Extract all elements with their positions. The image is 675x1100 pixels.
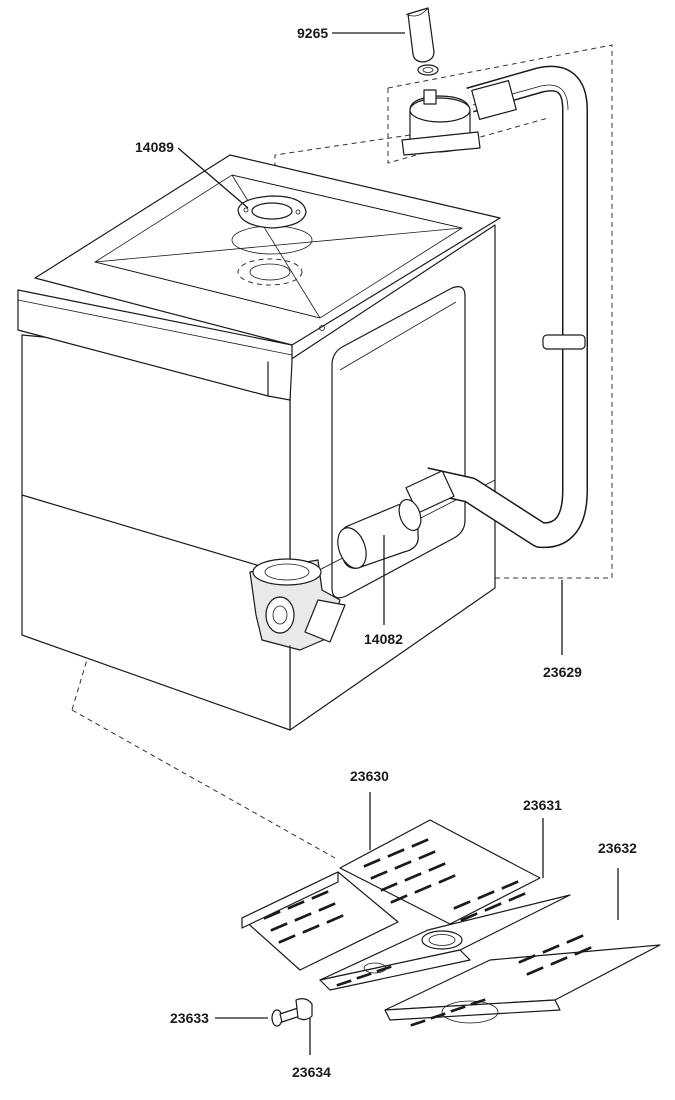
pipe-9265 xyxy=(405,7,439,76)
grate-23632 xyxy=(384,934,661,1027)
filter-14082 xyxy=(337,498,422,569)
label-23630: 23630 xyxy=(350,768,389,784)
label-23631: 23631 xyxy=(523,797,562,813)
label-14082: 14082 xyxy=(364,631,403,647)
label-9265: 9265 xyxy=(297,25,328,41)
drain-pipe-23629 xyxy=(405,65,588,549)
screw-23633 xyxy=(271,1007,301,1027)
grate-23631 xyxy=(319,880,571,991)
label-23629: 23629 xyxy=(543,664,582,680)
part-number-labels: 9265 14089 14082 23629 23630 23631 23632… xyxy=(135,25,637,1080)
drain-valve xyxy=(249,558,346,655)
tank-body xyxy=(17,154,501,731)
pipe-elbow-housing xyxy=(401,89,481,156)
label-23632: 23632 xyxy=(598,840,637,856)
grate-23630 xyxy=(241,819,541,971)
label-23633: 23633 xyxy=(170,1010,209,1026)
label-14089: 14089 xyxy=(135,139,174,155)
leader-lines xyxy=(177,32,619,1055)
label-23634: 23634 xyxy=(292,1064,331,1080)
flange-14089 xyxy=(237,195,307,229)
knob-23634 xyxy=(295,998,313,1021)
